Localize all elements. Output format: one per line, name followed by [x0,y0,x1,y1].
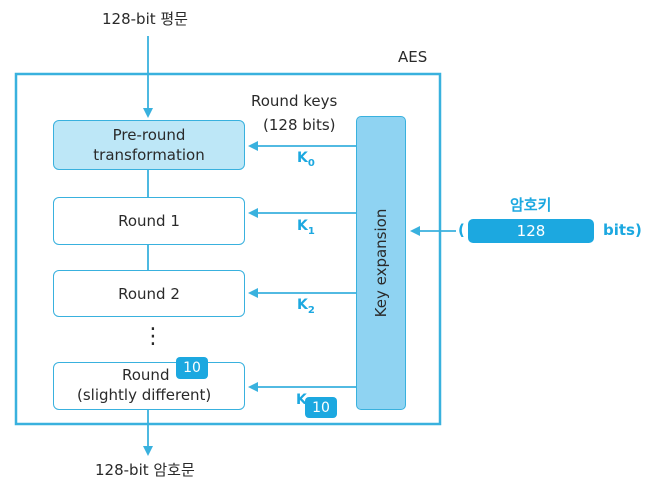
pre-round-line2: transformation [93,146,205,164]
round-last-badge: 10 [176,357,208,379]
pre-round-box: Pre-round transformation [53,120,245,170]
key-expansion-label: Key expansion [372,208,390,318]
round-keys-sub: (128 bits) [263,116,336,134]
k2-label: K2 [297,297,315,316]
round-keys-label: Round keys [251,92,338,110]
ellipsis-dots: ⋮ [142,324,164,349]
k2-sub: 2 [307,304,315,316]
cipher-key-suffix: bits) [603,221,642,239]
input-label: 128-bit 평문 [102,10,188,28]
k1-sub: 1 [307,225,315,237]
round-last-sub: (slightly different) [77,386,212,404]
aes-container [14,72,442,426]
cipher-key-open-paren: ( [458,221,465,239]
aes-label: AES [398,48,428,66]
pre-round-line1: Pre-round [112,126,186,144]
output-label: 128-bit 암호문 [95,461,195,479]
cipher-key-title: 암호키 [510,196,552,214]
k2-base: K [297,297,308,313]
round1-box: Round 1 [53,197,245,245]
round2-box: Round 2 [53,270,245,317]
k10-base: K [296,392,307,408]
k10-label: K [296,392,307,408]
k0-label: K0 [297,150,315,169]
k0-sub: 0 [307,157,315,169]
cipher-key-value: 128 [468,219,594,243]
k1-base: K [297,218,308,234]
k10-badge: 10 [305,397,337,418]
round-last-word: Round [122,366,170,384]
k0-base: K [297,150,308,166]
k1-label: K1 [297,218,315,237]
round-last-box [53,362,245,410]
key-expansion-box [356,116,406,410]
